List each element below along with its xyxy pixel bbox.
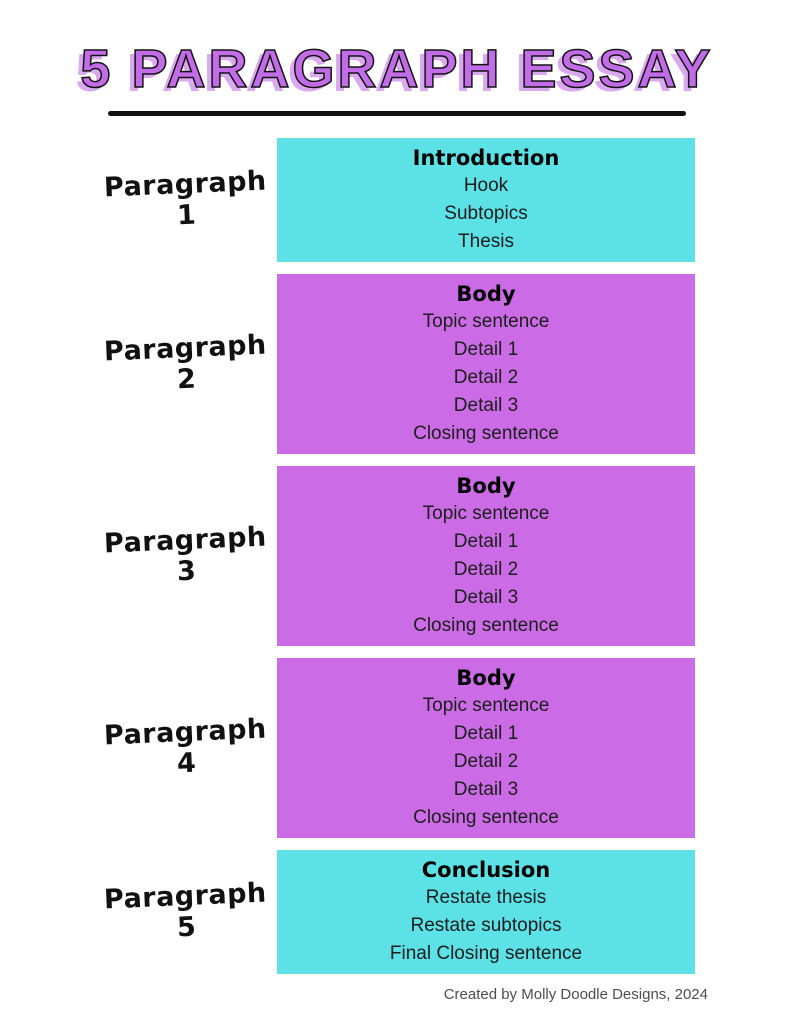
box-item: Detail 1 — [453, 339, 519, 361]
paragraph-label: Paragraph 5 — [103, 877, 268, 944]
box-item: Topic sentence — [422, 311, 550, 333]
box-item: Thesis — [458, 231, 514, 253]
box-item: Subtopics — [444, 203, 528, 225]
box-item: Hook — [463, 175, 509, 197]
title-underline — [108, 111, 686, 117]
box-item: Detail 3 — [453, 587, 519, 609]
box-item: Detail 2 — [453, 751, 519, 773]
paragraph-label: Paragraph 3 — [103, 521, 268, 588]
box-item: Detail 3 — [453, 395, 519, 417]
box-item: Closing sentence — [413, 615, 559, 637]
box-heading: Body — [456, 282, 516, 307]
box-item: Detail 1 — [453, 531, 519, 553]
box-item: Restate subtopics — [410, 915, 562, 937]
box-heading: Body — [456, 474, 516, 499]
box-heading: Introduction — [412, 146, 560, 171]
paragraph-label: Paragraph 4 — [103, 713, 268, 780]
box-item: Detail 1 — [453, 723, 519, 745]
credit-text: Created by Molly Doodle Designs, 2024 — [443, 986, 708, 1004]
box-item: Topic sentence — [422, 695, 550, 717]
paragraph-label: Paragraph 2 — [103, 329, 268, 396]
box-item: Final Closing sentence — [389, 943, 583, 965]
page-header: 5 PARAGRAPH ESSAY — [0, 0, 794, 117]
box-item: Restate thesis — [425, 887, 547, 909]
box-item: Detail 2 — [453, 559, 519, 581]
box-item: Topic sentence — [422, 503, 550, 525]
paragraph-label: Paragraph 1 — [103, 165, 268, 232]
page-footer: Created by Molly Doodle Designs, 2024 — [0, 986, 708, 1003]
box-item: Detail 3 — [453, 779, 519, 801]
box-item: Detail 2 — [453, 367, 519, 389]
box-item: Closing sentence — [413, 423, 559, 445]
box-heading: Body — [456, 666, 516, 691]
box-item: Closing sentence — [413, 807, 559, 829]
page-title: 5 PARAGRAPH ESSAY — [80, 38, 714, 99]
box-heading: Conclusion — [421, 858, 551, 883]
